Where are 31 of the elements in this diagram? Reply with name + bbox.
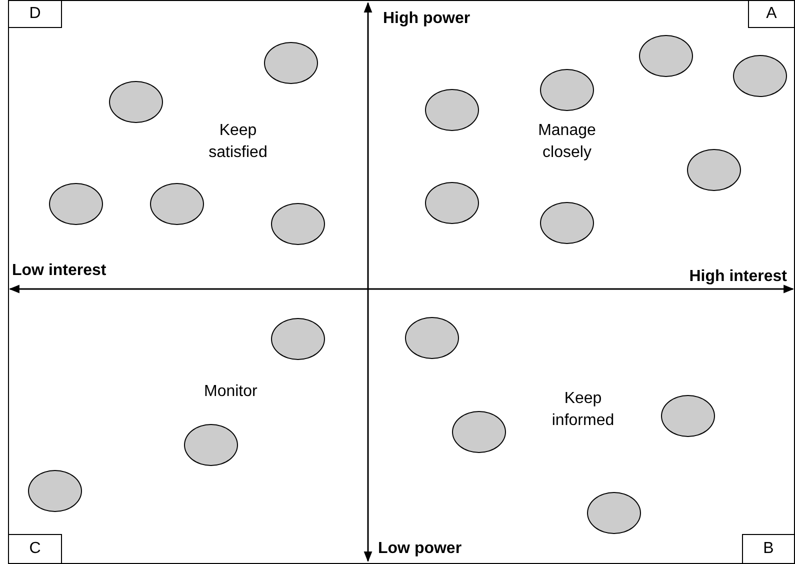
quadrant-letter-box: A <box>748 0 795 28</box>
axis-label: Low interest <box>12 261 106 281</box>
quadrant-letter-box: B <box>742 534 795 564</box>
quadrant-letter-box: D <box>8 0 62 28</box>
quadrant-label: Keep informed <box>550 389 616 431</box>
quadrant-label: Keep satisfied <box>208 121 268 163</box>
stakeholder-ellipse <box>405 317 459 359</box>
stakeholder-ellipse <box>28 470 82 512</box>
axis-label: High power <box>383 9 470 29</box>
axis-label: High interest <box>689 267 787 287</box>
stakeholder-ellipse <box>264 42 318 84</box>
stakeholder-ellipse <box>150 183 204 225</box>
stakeholder-ellipse <box>540 69 594 111</box>
stakeholder-ellipse <box>271 203 325 245</box>
stakeholder-ellipse <box>639 35 693 77</box>
stakeholder-ellipse <box>661 395 715 437</box>
quadrant-label: Manage closely <box>537 121 597 163</box>
stakeholder-ellipse <box>587 492 641 534</box>
stakeholder-ellipse <box>271 318 325 360</box>
quadrant-label: Monitor <box>204 382 258 402</box>
stakeholder-ellipse <box>425 182 479 224</box>
stakeholder-ellipse <box>540 202 594 244</box>
stakeholder-ellipse <box>425 89 479 131</box>
axis-label: Low power <box>378 539 462 559</box>
stakeholder-ellipse <box>49 183 103 225</box>
stakeholder-ellipse <box>184 424 238 466</box>
quadrant-letter-box: C <box>8 534 62 564</box>
stakeholder-ellipse <box>452 411 506 453</box>
stakeholder-ellipse <box>109 81 163 123</box>
stakeholder-ellipse <box>733 55 787 97</box>
stakeholder-ellipse <box>687 149 741 191</box>
